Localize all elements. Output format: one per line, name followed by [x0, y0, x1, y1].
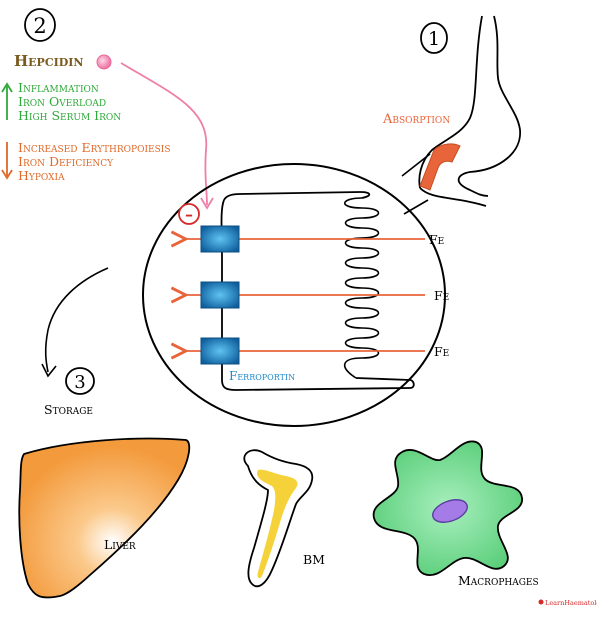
fe-label-3: Fe: [434, 344, 449, 359]
increase-factor-high-serum-iron: High Serum Iron: [18, 108, 121, 123]
decrease-factor-iron-deficiency: Iron Deficiency: [18, 154, 114, 169]
hepcidin-inhibition-arrow: [120, 62, 208, 206]
hepcidin-arrowhead-icon: [200, 197, 214, 210]
decrease-factor-hypoxia: Hypoxia: [18, 168, 65, 183]
step-2-marker: 2: [24, 8, 56, 42]
step-2-number: 2: [33, 14, 46, 38]
duodenum-outline: [401, 15, 521, 215]
storage-arrow: [44, 267, 109, 373]
hepcidin-molecule-icon: [96, 54, 112, 70]
hepcidin-label: Hepcidin: [14, 52, 83, 70]
increase-factor-inflammation: Inflammation: [18, 80, 99, 95]
liver-illustration: [18, 437, 191, 599]
ferroportin-channel-1: [200, 225, 240, 253]
watermark-text: LearnHaematology: [545, 599, 597, 607]
inhibition-symbol: –: [185, 205, 193, 224]
macrophage-illustration: [372, 440, 523, 577]
macrophage-nucleus: [432, 499, 468, 523]
step-1-marker: 1: [420, 22, 448, 54]
watermark-logo: LearnHaematology: [538, 599, 597, 607]
enterocyte-zoom-circle: [142, 163, 446, 427]
ferroportin-channel-2: [200, 281, 240, 309]
decrease-arrow-icon: [1, 142, 13, 180]
bone-marrow-illustration: [243, 449, 314, 588]
storage-arrowhead-icon: [41, 363, 57, 378]
ferroportin-label: Ferroportin: [229, 369, 295, 383]
ferroportin-channel-3: [200, 337, 240, 365]
inhibition-icon: –: [178, 203, 200, 225]
step-1-number: 1: [428, 28, 440, 50]
liver-label: Liver: [104, 537, 136, 552]
enterocyte-cell: [220, 191, 415, 391]
fe-label-1: Fe: [429, 232, 444, 247]
increase-factor-iron-overload: Iron Overload: [18, 94, 106, 109]
macrophages-label: Macrophages: [458, 573, 539, 588]
step-3-marker: 3: [65, 367, 95, 395]
increase-arrow-icon: [1, 82, 13, 120]
fe-label-2: Fe: [434, 288, 449, 303]
absorption-label: Absorption: [382, 112, 450, 127]
bm-label: BM: [303, 552, 325, 567]
decrease-factor-erythropoiesis: Increased Erythropoiesis: [18, 140, 171, 155]
storage-label: Storage: [44, 402, 93, 417]
step-3-number: 3: [74, 372, 85, 393]
